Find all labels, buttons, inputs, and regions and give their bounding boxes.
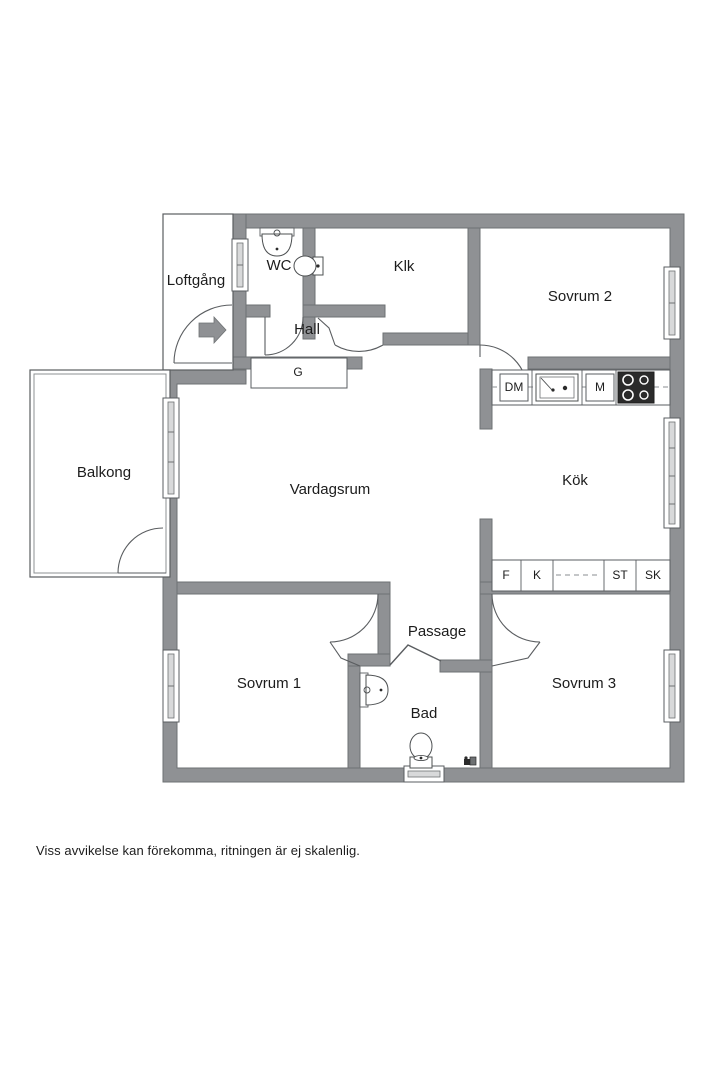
- interior-wall-bad-top-left: [347, 653, 391, 667]
- interior-wall-hall-top: [245, 304, 271, 318]
- klk-door: [317, 317, 384, 352]
- room-label-passage: Passage: [408, 623, 466, 640]
- washing-machine-connection-icon: [464, 756, 477, 766]
- sovrum3-door: [491, 593, 541, 667]
- wc-fixtures: [259, 227, 324, 277]
- wc-sink-fixture: [259, 227, 295, 257]
- room-label-sovrum1: Sovrum 1: [237, 675, 301, 692]
- room-label-sovrum2: Sovrum 2: [548, 288, 612, 305]
- interior-wall-bad-left: [347, 665, 361, 769]
- bad-folding-door: [389, 644, 442, 666]
- interior-wall-sovrum2-bottom: [527, 356, 671, 370]
- kok-window: [663, 417, 681, 529]
- kitchen-upper-counter: [491, 369, 671, 406]
- kitchen-lower-counter: [491, 559, 671, 592]
- interior-wall-vardagsrum-bottom: [176, 581, 391, 595]
- interior-wall-klk-bottom: [382, 332, 481, 346]
- room-label-balkong: Balkong: [77, 464, 131, 481]
- wc-door: [264, 316, 304, 356]
- room-label-kok: Kök: [562, 472, 588, 489]
- fixture-labels: G DM M F K ST SK: [293, 365, 661, 582]
- kitchen-sink-fixture: [535, 373, 579, 402]
- loftgang-window: [231, 238, 249, 292]
- entrance-direction-arrow: [198, 315, 227, 345]
- sovrum1-window: [162, 649, 180, 723]
- interior-wall-klk-sovrum2: [467, 227, 481, 346]
- balkong-outline-outer: [29, 369, 171, 578]
- loftgang-area: [162, 213, 234, 371]
- kitchen-stove-fixture: [617, 371, 655, 404]
- sovrum3-window: [663, 649, 681, 723]
- entrance-door: [173, 304, 233, 364]
- room-label-loftgang: Loftgång: [167, 272, 225, 289]
- wc-toilet-fixture: [293, 255, 324, 277]
- sovrum1-door: [329, 593, 379, 667]
- room-label-wc: WC: [267, 257, 292, 274]
- room-labels: Loftgång WC Klk Sovrum 2 Hall Balkong Va…: [77, 257, 616, 722]
- room-label-sovrum3: Sovrum 3: [552, 675, 616, 692]
- room-label-bad: Bad: [411, 705, 438, 722]
- interior-wall-hall-left: [231, 213, 247, 371]
- room-label-hall: Hall: [294, 321, 320, 338]
- interior-wall-vardagsrum-kok: [479, 368, 493, 430]
- bad-toilet-fixture: [409, 732, 433, 769]
- label-microwave: M: [595, 380, 605, 394]
- sovrum2-window: [663, 266, 681, 340]
- disclaimer-caption: Viss avvikelse kan förekomma, ritningen …: [36, 843, 361, 858]
- interior-wall-wc-bottom: [302, 304, 386, 318]
- label-cabinet-sk: SK: [645, 568, 661, 582]
- label-cabinet-st: ST: [612, 568, 628, 582]
- label-closet-g: G: [293, 365, 302, 379]
- balkong-area: [29, 369, 171, 578]
- vardagsrum-window: [162, 397, 180, 499]
- loftgang-outline: [162, 213, 234, 371]
- bad-sink-fixture: [359, 672, 389, 708]
- hall-wardrobe: [250, 357, 348, 389]
- bad-fixtures: [359, 672, 477, 769]
- interior-wall-bad-top-right: [439, 659, 493, 673]
- label-freezer: F: [502, 568, 509, 582]
- balkong-door-swing: [117, 527, 164, 574]
- room-label-vardagsrum: Vardagsrum: [290, 481, 371, 498]
- windows-group: [162, 238, 681, 783]
- label-fridge: K: [533, 568, 541, 582]
- label-dishwasher: DM: [505, 380, 524, 394]
- interior-wall-bad-right: [479, 665, 493, 769]
- room-label-klk: Klk: [394, 258, 415, 275]
- interior-wall-passage-right: [479, 593, 493, 667]
